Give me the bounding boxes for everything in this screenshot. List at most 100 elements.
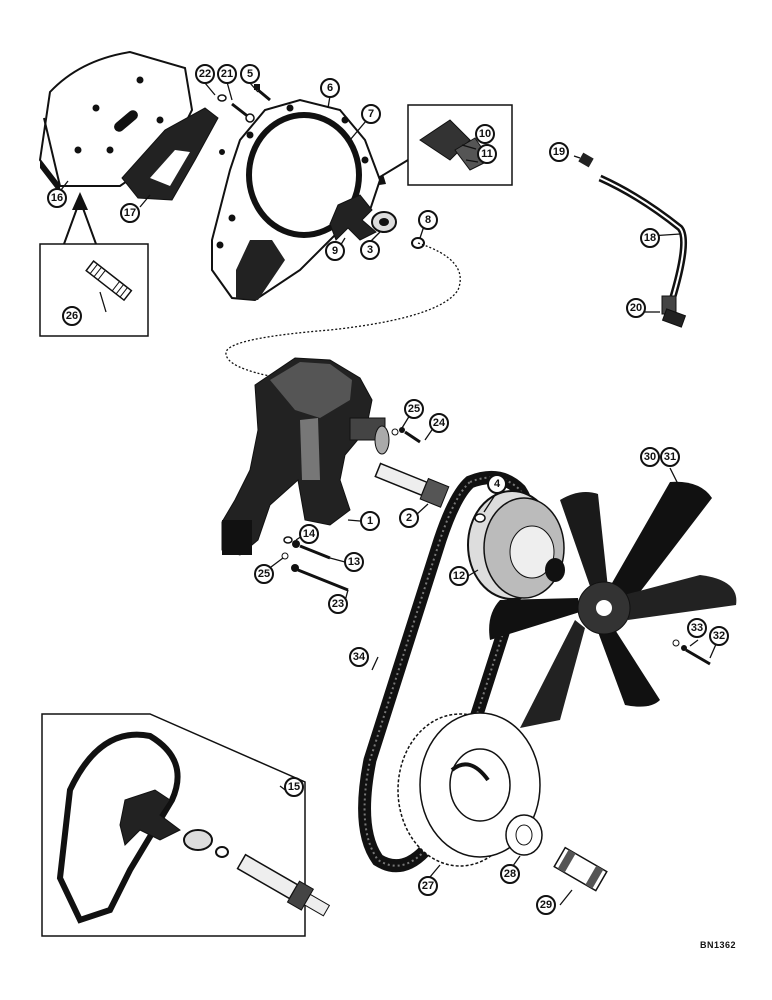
svg-text:30: 30 [644,451,656,463]
callout-12: 12 [449,566,469,586]
fitting-19 [578,152,594,168]
svg-text:17: 17 [124,207,136,219]
callout-34: 34 [349,647,369,667]
callout-15: 15 [284,777,304,797]
washer-4 [474,513,486,523]
callout-20: 20 [626,298,646,318]
svg-text:8: 8 [425,214,431,226]
callout-11: 11 [477,144,497,164]
svg-text:3: 3 [367,244,373,256]
callout-5: 5 [240,64,260,84]
callout-30: 30 [640,447,660,467]
callout-28: 28 [500,864,520,884]
svg-text:32: 32 [713,630,725,642]
inset-seal [183,829,213,851]
gasket-17 [121,107,219,201]
svg-text:18: 18 [644,232,656,244]
impeller-9 [329,194,377,241]
callout-33: 33 [687,618,707,638]
inset-gasket [56,731,181,924]
svg-text:15: 15 [288,781,300,793]
callout-17: 17 [120,203,140,223]
svg-text:22: 22 [199,68,211,80]
callout-3: 3 [360,240,380,260]
callout-27: 27 [418,876,438,896]
washer-25-upper [391,428,399,436]
svg-text:2: 2 [406,512,412,524]
belt-34 [358,471,537,873]
svg-text:19: 19 [553,146,565,158]
bolt-21 [231,102,255,123]
callout-26: 26 [62,306,82,326]
callout-13: 13 [344,552,364,572]
elbow-20 [661,295,687,328]
ring-8 [411,237,425,249]
svg-text:25: 25 [408,403,420,415]
callout-25-upper: 25 [404,399,424,419]
seal-3 [371,211,397,233]
svg-text:16: 16 [51,192,63,204]
callout-16: 16 [47,188,67,208]
bolt-32 [681,645,711,666]
inset-stud [39,192,149,337]
svg-text:33: 33 [691,622,703,634]
svg-text:13: 13 [348,556,360,568]
svg-text:25: 25 [258,568,270,580]
hose-18 [598,174,688,302]
callout-9: 9 [325,241,345,261]
callout-24: 24 [429,413,449,433]
svg-text:6: 6 [327,82,333,94]
callout-31: 31 [660,447,680,467]
svg-text:1: 1 [367,515,373,527]
callout-10: 10 [475,124,495,144]
shaft-2 [374,462,450,508]
svg-text:24: 24 [433,417,446,429]
svg-text:10: 10 [479,128,491,140]
bolt-5 [254,84,271,102]
svg-text:23: 23 [332,598,344,610]
bolt-23 [291,564,349,592]
inset-shaft [236,853,331,917]
washer-22 [217,94,227,102]
callout-25-lower: 25 [254,564,274,584]
hub-29 [553,846,608,892]
callout-19: 19 [549,142,569,162]
pulley-12 [467,490,565,600]
svg-text:4: 4 [494,478,501,490]
callout-18: 18 [640,228,660,248]
svg-text:27: 27 [422,880,434,892]
svg-text:12: 12 [453,570,465,582]
bolt-13 [292,540,331,560]
svg-text:11: 11 [481,148,493,160]
crank-pulley-27 [397,712,541,867]
callout-21: 21 [217,64,237,84]
pump-back-plate [211,98,382,302]
pump-body [221,357,390,556]
bolt-24 [399,427,421,444]
washer-14 [283,536,293,544]
svg-text:29: 29 [540,899,552,911]
svg-text:34: 34 [353,651,366,663]
svg-text:7: 7 [368,108,374,120]
spacer-28 [505,814,543,856]
figure-code: BN1362 [700,940,737,950]
svg-text:14: 14 [303,528,316,540]
svg-text:26: 26 [66,310,78,322]
washer-25-lower [281,552,289,560]
callout-4: 4 [487,474,507,494]
callout-29: 29 [536,895,556,915]
callout-14: 14 [299,524,319,544]
inset-impeller [119,789,181,846]
callout-7: 7 [361,104,381,124]
washer-33 [672,639,680,647]
fan [489,481,737,728]
callout-8: 8 [418,210,438,230]
callout-1: 1 [360,511,380,531]
inset-pump-assembly [41,713,331,937]
svg-text:5: 5 [247,68,253,80]
stud-part [85,260,133,302]
callout-32: 32 [709,626,729,646]
svg-text:28: 28 [504,868,516,880]
svg-text:20: 20 [630,302,642,314]
